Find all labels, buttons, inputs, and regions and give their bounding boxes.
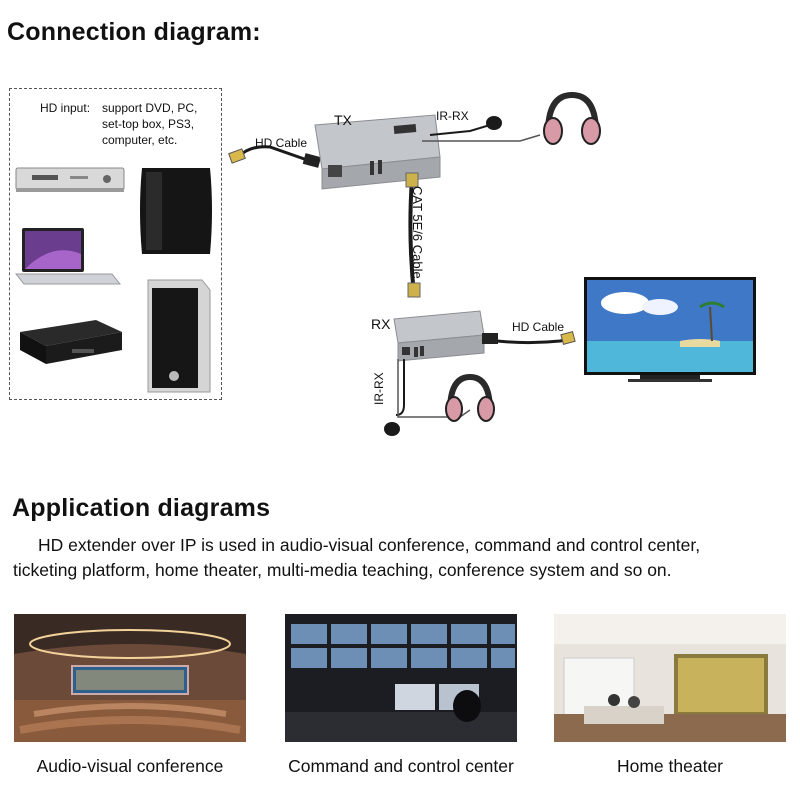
- caption-audio-visual-conference: Audio-visual conference: [36, 756, 224, 776]
- audio-visual-conference-photo: [14, 614, 246, 742]
- rx-extender-icon: [393, 310, 485, 362]
- cat-cable-label: CAT 5E/6 Cable: [410, 186, 425, 279]
- dvd-player-icon: [15, 167, 125, 192]
- source-devices-illustration: [14, 167, 212, 393]
- application-description-line-2: ticketing platform, home theater, multi-…: [13, 560, 672, 580]
- headphones-bottom-icon: [445, 373, 495, 422]
- rj45-plug-bottom-icon: [407, 282, 421, 298]
- connection-diagram-graphics: [228, 91, 756, 436]
- home-theater-photo: [554, 614, 786, 742]
- hd-source-box: [9, 88, 222, 400]
- tx-extender-icon: [314, 114, 441, 190]
- caption-home-theater: Home theater: [616, 756, 724, 776]
- hdmi-plug-right-icon: [560, 331, 576, 345]
- laptop-icon: [14, 228, 122, 285]
- caption-command-control-center: Command and control center: [288, 756, 514, 776]
- cat-cable: [408, 178, 416, 296]
- hd-cable-label-left: HD Cable: [255, 136, 308, 150]
- hd-cable-label-right: HD Cable: [512, 320, 565, 334]
- connection-title: Connection diagram:: [7, 18, 261, 46]
- pc-tower-icon: [147, 279, 211, 393]
- hd-input-line-3: computer, etc.: [102, 133, 178, 147]
- application-description-line-1: HD extender over IP is used in audio-vis…: [38, 535, 701, 555]
- ps3-console-icon: [140, 168, 212, 254]
- command-control-center-photo: [285, 614, 517, 742]
- ir-rx-label-top: IR-RX: [436, 109, 469, 123]
- tv-display-icon: [584, 277, 756, 382]
- hd-input-title: HD input:: [40, 101, 91, 115]
- ir-receiver-top-icon: [486, 116, 502, 130]
- set-top-box-icon: [20, 320, 122, 364]
- headphones-top-icon: [543, 91, 601, 145]
- ir-receiver-bottom-icon: [384, 422, 400, 436]
- hd-input-line-1: support DVD, PC,: [102, 101, 198, 115]
- application-title: Application diagrams: [12, 494, 271, 522]
- hdmi-plug-left-icon: [228, 148, 246, 164]
- ir-rx-label-bottom: IR-RX: [372, 372, 386, 405]
- rj45-plug-top-icon: [405, 172, 419, 188]
- hdmi-plug-rx-icon: [482, 333, 498, 344]
- tx-label: TX: [334, 112, 352, 128]
- hdmi-plug-tx-icon: [302, 153, 322, 168]
- hd-input-line-2: set-top box, PS3,: [102, 117, 195, 131]
- rx-label: RX: [371, 316, 391, 332]
